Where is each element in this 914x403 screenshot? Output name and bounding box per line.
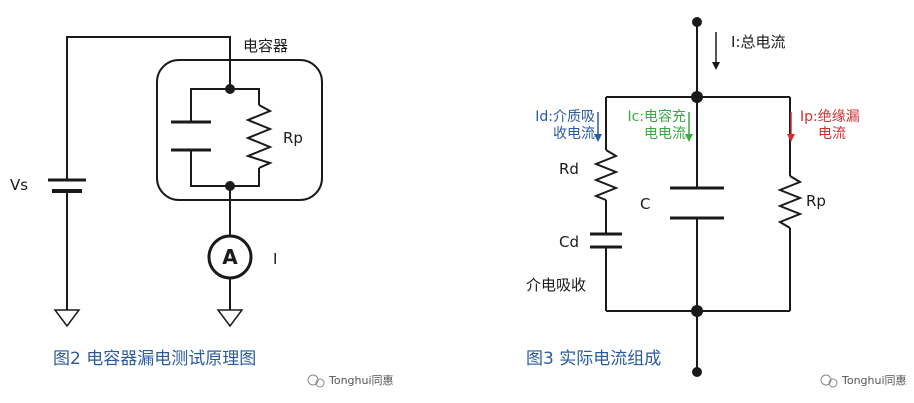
ip-label-line1: Ip:绝缘漏 bbox=[800, 109, 860, 125]
top-terminal bbox=[692, 17, 702, 27]
watermark-right: Tonghui同惠 bbox=[820, 373, 907, 388]
watermark-text-right: Tonghui同惠 bbox=[841, 373, 907, 387]
current-label: I bbox=[273, 250, 277, 268]
c-label: C bbox=[640, 195, 650, 213]
capacitor-enclosure bbox=[156, 59, 323, 201]
wechat-icon bbox=[307, 374, 319, 386]
ammeter-letter: A bbox=[222, 245, 238, 269]
ground-icon-right bbox=[216, 309, 244, 328]
figure2-leakage-test-circuit: 电容器 Rp Vs A I 图2 电容器漏电测试原理图 bbox=[10, 36, 323, 369]
total-current-label: I:总电流 bbox=[731, 33, 785, 51]
internal-top-wire bbox=[190, 88, 260, 122]
rd-label: Rd bbox=[559, 160, 579, 178]
watermark-text-left: Tonghui同惠 bbox=[328, 373, 394, 387]
cd-label: Cd bbox=[559, 233, 579, 251]
dielectric-absorption-label: 介电吸收 bbox=[526, 276, 586, 294]
rp-label-right: Rp bbox=[806, 192, 826, 210]
ic-label-line2: 电电流 bbox=[644, 126, 686, 142]
ic-label-line1: Ic:电容充 bbox=[627, 108, 686, 125]
id-label-line2: 收电流 bbox=[553, 126, 595, 142]
id-label-line1: Id:介质吸 bbox=[535, 109, 595, 125]
ground-icon-left bbox=[53, 309, 81, 328]
rd-resistor bbox=[593, 149, 619, 201]
figure3-current-composition: I:总电流 Id:介质吸 收电流 Ic:电容充 电电流 Ip:绝缘漏 电流 Rd… bbox=[526, 17, 860, 377]
wechat-icon-right bbox=[820, 374, 832, 386]
vs-label: Vs bbox=[10, 176, 28, 194]
capacitor-label: 电容器 bbox=[243, 37, 288, 55]
rp-resistor bbox=[245, 104, 273, 169]
figure2-caption: 图2 电容器漏电测试原理图 bbox=[53, 349, 256, 369]
ip-label-line2: 电流 bbox=[818, 126, 846, 142]
rp-resistor-right bbox=[777, 175, 803, 229]
source-top-wire bbox=[66, 36, 231, 178]
figure3-caption: 图3 实际电流组成 bbox=[526, 349, 661, 369]
watermark-left: Tonghui同惠 bbox=[307, 373, 394, 388]
bottom-terminal bbox=[692, 367, 702, 377]
rp-label: Rp bbox=[283, 129, 303, 147]
